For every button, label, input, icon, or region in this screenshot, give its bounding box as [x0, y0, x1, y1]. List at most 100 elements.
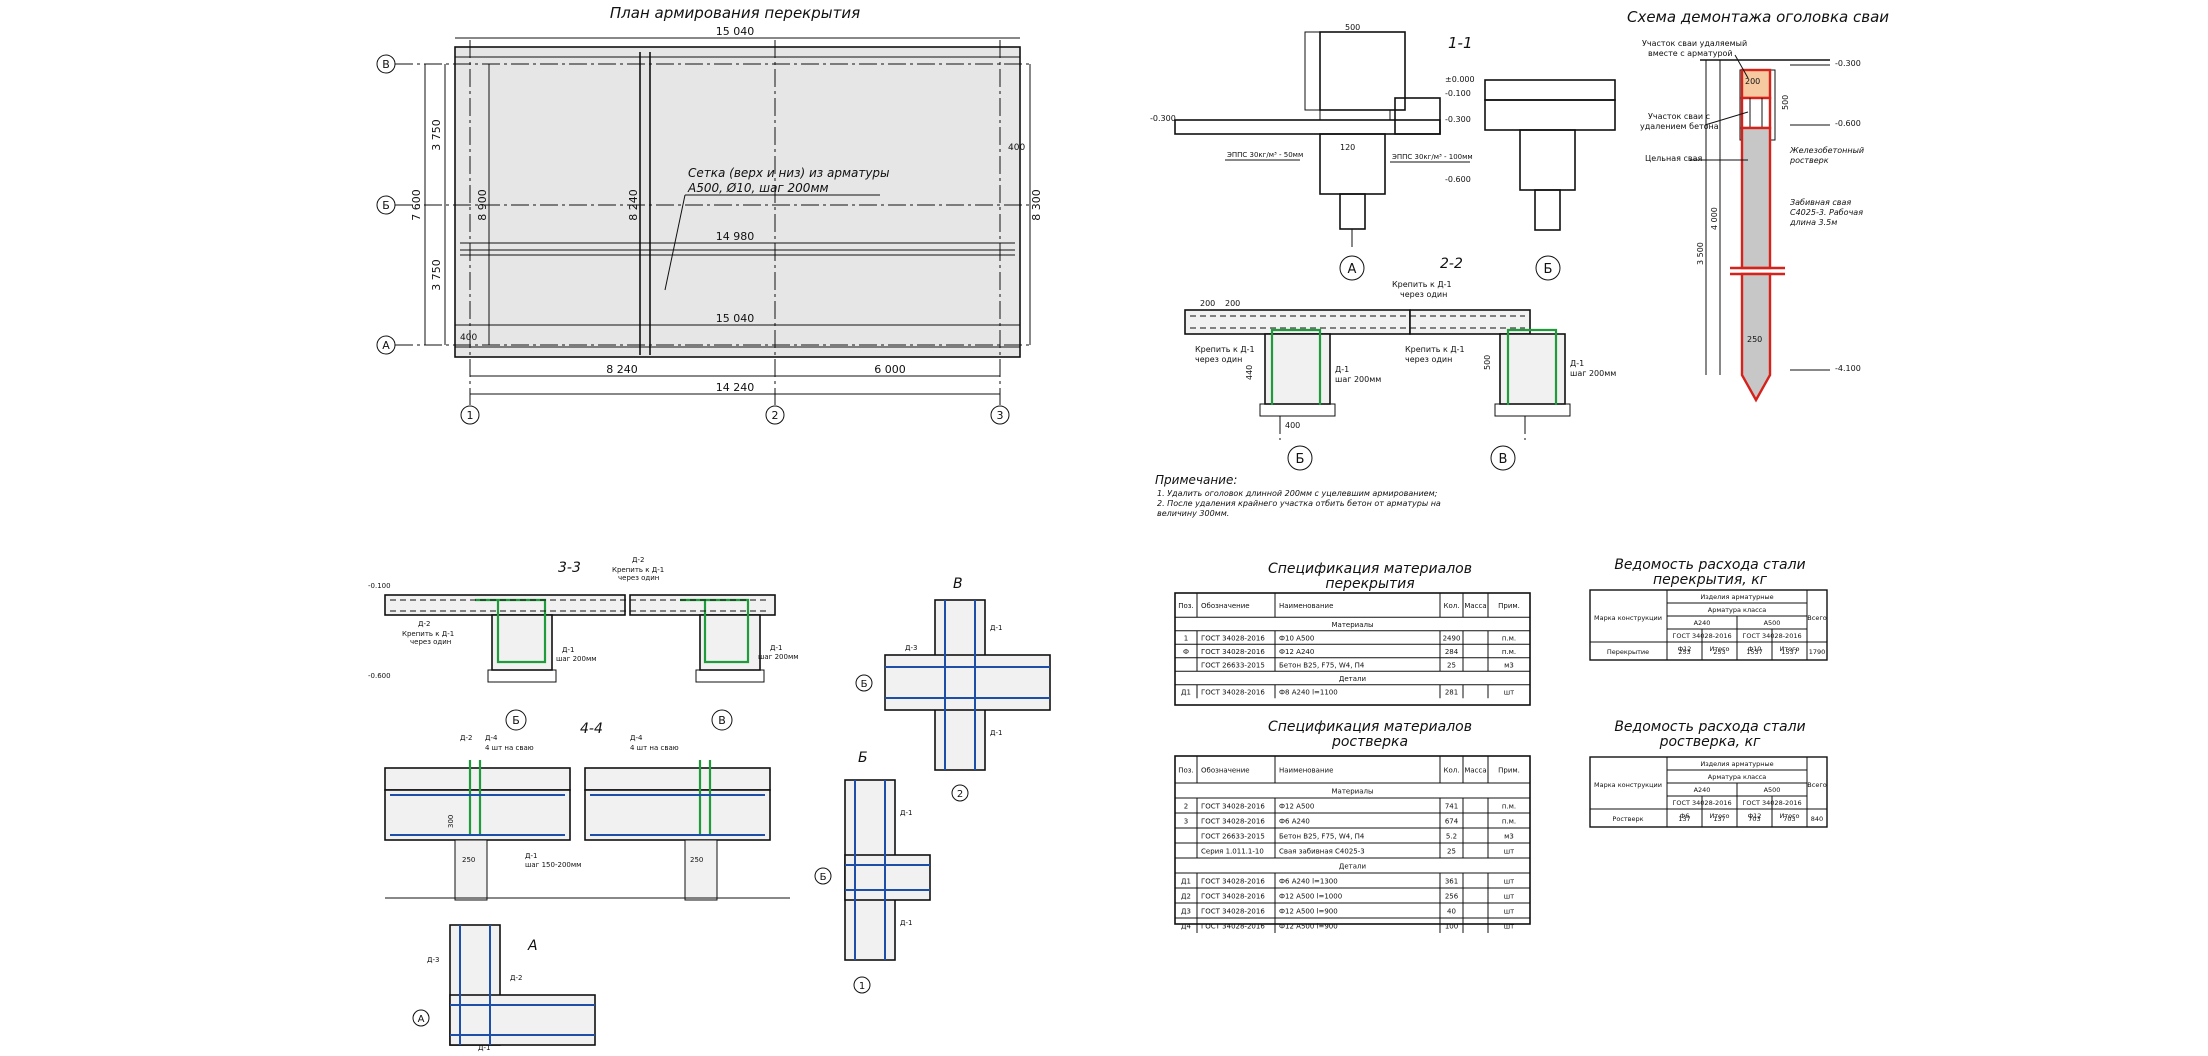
table-cell: Свая забивная С4025-3	[1279, 848, 1365, 856]
callout: Д-4	[485, 734, 498, 742]
sect11-title: 1-1	[1448, 34, 1473, 52]
spec-table-grillage: Спецификация материалов ростверка Поз.Об…	[1174, 719, 1531, 933]
plan-title: План армирования перекрытия	[610, 4, 860, 22]
table-header: Итого	[1709, 812, 1729, 820]
callout: шаг 200мм	[556, 655, 597, 663]
dim-inner-left: 8 900	[476, 189, 489, 221]
table-header: Прим.	[1498, 602, 1520, 610]
cap-base	[487, 669, 557, 683]
node-details: А А Д-3 Д-2 Д-1 Б Б 1 Д-1 Д-1 В Б	[412, 576, 1051, 1052]
slab-section	[384, 594, 626, 616]
dim: 200	[1745, 77, 1760, 86]
axis-bubble-a	[1339, 255, 1365, 281]
axis-bubble-v	[1490, 445, 1516, 471]
table-cell: 100	[1445, 923, 1458, 931]
pile-cap	[699, 614, 761, 671]
steel-table-slab: Ведомость расхода стали перекрытия, кг И…	[1589, 557, 1828, 661]
dim-right: 8 300	[1030, 189, 1043, 221]
table-header: Арматура класса	[1708, 773, 1766, 781]
axis-bubble-b	[1287, 445, 1313, 471]
table-cell: 40	[1447, 908, 1456, 916]
table-cell: 137	[1713, 815, 1725, 823]
table-group: Материалы	[1332, 621, 1374, 629]
slab-detail	[1484, 79, 1616, 101]
table-group: Детали	[1339, 675, 1366, 683]
beam-body	[584, 789, 771, 841]
callout: через один	[410, 638, 451, 646]
table-cell: Бетон В25, F75, W4, П4	[1279, 833, 1365, 841]
axis-bubble-b	[376, 195, 396, 215]
table-header: Итого	[1779, 812, 1799, 820]
table-cell: ГОСТ 34028-2016	[1201, 893, 1265, 901]
rebar-d1	[1506, 328, 1558, 405]
node-v-beam	[884, 654, 1051, 711]
spec2-frame	[1174, 755, 1531, 925]
table-cell: 1537	[1781, 648, 1798, 656]
callout: шаг 150-200мм	[525, 861, 581, 869]
steel1-title: Ведомость расхода стали	[1614, 557, 1805, 573]
callout: через один	[1405, 355, 1452, 364]
level-mark: -0.600	[368, 672, 391, 680]
pile-exposed-rebar	[1740, 96, 1772, 130]
plan-callout-2: А500, Ø10, шаг 200мм	[687, 181, 829, 195]
pile	[684, 839, 718, 901]
pile-cap	[1519, 129, 1576, 191]
table-cell: Ф12 А500 l=900	[1279, 908, 1338, 916]
sect33-title: 3-3	[558, 560, 581, 576]
pile-label: Участок сваи удаляемый	[1642, 39, 1747, 48]
beam-top	[384, 767, 571, 791]
pile-label: Забивная свая	[1790, 198, 1851, 207]
table-cell: 703	[1748, 815, 1760, 823]
table-header: Поз.	[1178, 602, 1194, 610]
pile-label: Участок сваи с	[1648, 112, 1710, 121]
dim: 250	[462, 856, 475, 864]
table-cell: Ф	[1183, 648, 1189, 656]
table-cell: 137	[1678, 815, 1690, 823]
pile-head-removed	[1740, 68, 1772, 100]
note-title: Примечание:	[1155, 473, 1237, 487]
note-eps: ЭППС 30кг/м³ - 50мм	[1227, 151, 1303, 159]
axis-label: 2	[957, 789, 963, 800]
note-line: величину 300мм.	[1157, 509, 1229, 518]
callout: Крепить к Д-1	[402, 630, 454, 638]
table-cell: 674	[1445, 818, 1459, 826]
spec2-title: Спецификация материалов	[1268, 719, 1472, 735]
note-block: Примечание: 1. Удалить оголовок длинной …	[1155, 473, 1441, 518]
table-cell: 2	[1184, 803, 1188, 811]
table-header: Ф12	[1678, 645, 1692, 653]
table-cell: шт	[1504, 893, 1514, 901]
callout: Д-1	[900, 919, 912, 927]
callout: шаг 200мм	[758, 653, 799, 661]
table-cell: ГОСТ 26633-2015	[1201, 662, 1265, 670]
table-cell: 284	[1445, 648, 1459, 656]
insulation	[1319, 109, 1391, 121]
table-header: Ф6	[1680, 812, 1690, 820]
axis-label: Б	[512, 714, 520, 727]
table-cell: Ф6 А240 l=1300	[1279, 878, 1338, 886]
axis-bubble-v	[711, 709, 733, 731]
leader	[1734, 54, 1749, 79]
table-header: Масса	[1464, 767, 1486, 775]
dim-seg2: 6 000	[874, 363, 906, 376]
table-cell: ГОСТ 34028-2016	[1201, 635, 1265, 643]
reinforcement-plan: План армирования перекрытия 15 040 14 98…	[376, 4, 1043, 425]
node-a-title: А	[527, 938, 538, 954]
dim-top: 15 040	[716, 25, 755, 38]
callout: шаг 200мм	[1335, 375, 1381, 384]
table-header: Наименование	[1279, 767, 1333, 775]
axis-bubble-v	[376, 54, 396, 74]
pile	[1534, 189, 1561, 231]
steel2-title: Ведомость расхода стали	[1614, 719, 1805, 735]
axis-label: Б	[861, 679, 868, 690]
callout: Крепить к Д-1	[1392, 280, 1452, 289]
table-cell: ГОСТ 34028-2016	[1201, 908, 1265, 916]
table-cell: ГОСТ 34028-2016	[1201, 878, 1265, 886]
dim: 500	[1345, 23, 1360, 32]
spec2-subtitle: ростверка	[1331, 734, 1408, 750]
table-cell: ГОСТ 34028-2016	[1201, 923, 1265, 931]
table-cell: п.м.	[1502, 635, 1516, 643]
table-header: Арматура класса	[1708, 606, 1766, 614]
dim: 250	[690, 856, 703, 864]
